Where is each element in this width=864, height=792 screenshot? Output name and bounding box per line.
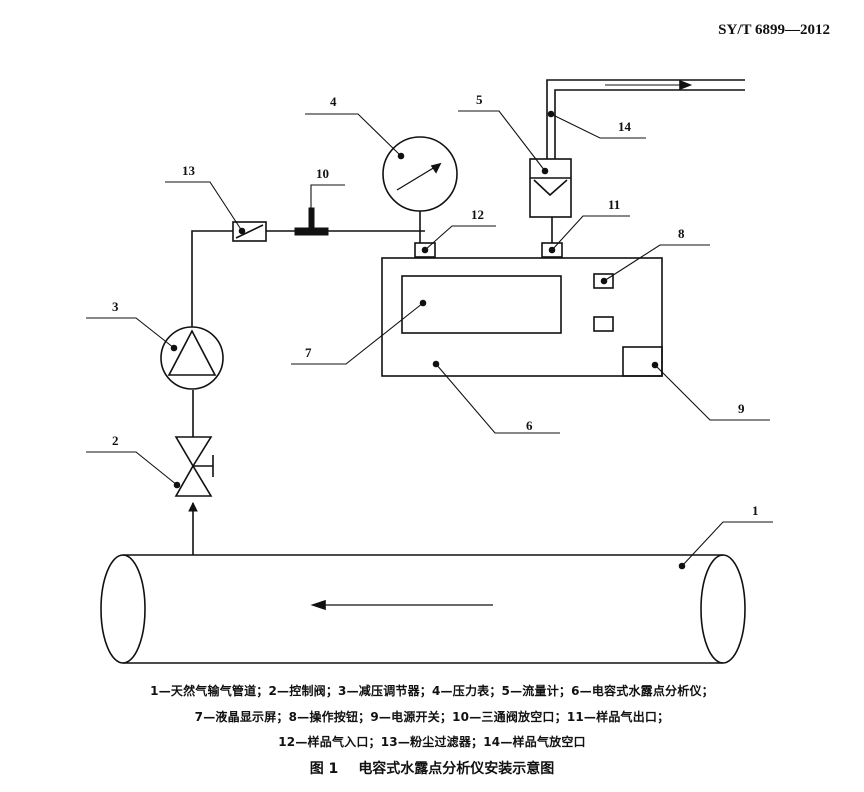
power-switch-icon (622, 346, 663, 377)
label-6: 6 (526, 418, 533, 433)
label-5: 5 (476, 92, 483, 107)
label-7: 7 (305, 345, 312, 360)
label-12: 12 (471, 207, 484, 222)
pipeline-icon (100, 554, 746, 664)
lcd-screen-icon (401, 275, 562, 334)
label-4: 4 (330, 94, 337, 109)
sample-outlet-icon (541, 217, 563, 258)
label-8: 8 (678, 226, 685, 241)
installation-diagram: 1 2 3 4 5 6 7 8 9 10 11 12 13 14 (86, 79, 773, 664)
figure-title: 电容式水露点分析仪安装示意图 (358, 761, 555, 777)
vent-line-icon (546, 79, 745, 159)
label-14: 14 (618, 119, 632, 134)
control-valve-icon (173, 436, 214, 497)
label-1: 1 (752, 503, 759, 518)
three-way-valve-icon (294, 207, 329, 236)
label-11: 11 (608, 197, 620, 212)
figure-caption: 图 1 电容式水露点分析仪安装示意图 (0, 758, 864, 778)
label-10: 10 (316, 166, 329, 181)
flowmeter-icon (529, 158, 572, 218)
pressure-regulator-icon (160, 326, 224, 390)
legend-line-2: 7—液晶显示屏；8—操作按钮；9—电源开关；10—三通阀放空口；11—样品气出口… (194, 710, 670, 724)
label-3: 3 (112, 299, 119, 314)
legend-line-1: 1—天然气输气管道；2—控制阀；3—减压调节器；4—压力表；5—流量计；6—电容… (150, 684, 714, 698)
label-2: 2 (112, 433, 119, 448)
figure-number: 图 1 (309, 761, 339, 777)
pressure-gauge-icon (382, 136, 458, 243)
legend-line-3: 12—样品气入口；13—粉尘过滤器；14—样品气放空口 (278, 735, 586, 749)
label-13: 13 (182, 163, 196, 178)
label-9: 9 (738, 401, 745, 416)
operation-button-icon (593, 273, 614, 332)
standard-code: SY/T 6899—2012 (718, 22, 830, 38)
